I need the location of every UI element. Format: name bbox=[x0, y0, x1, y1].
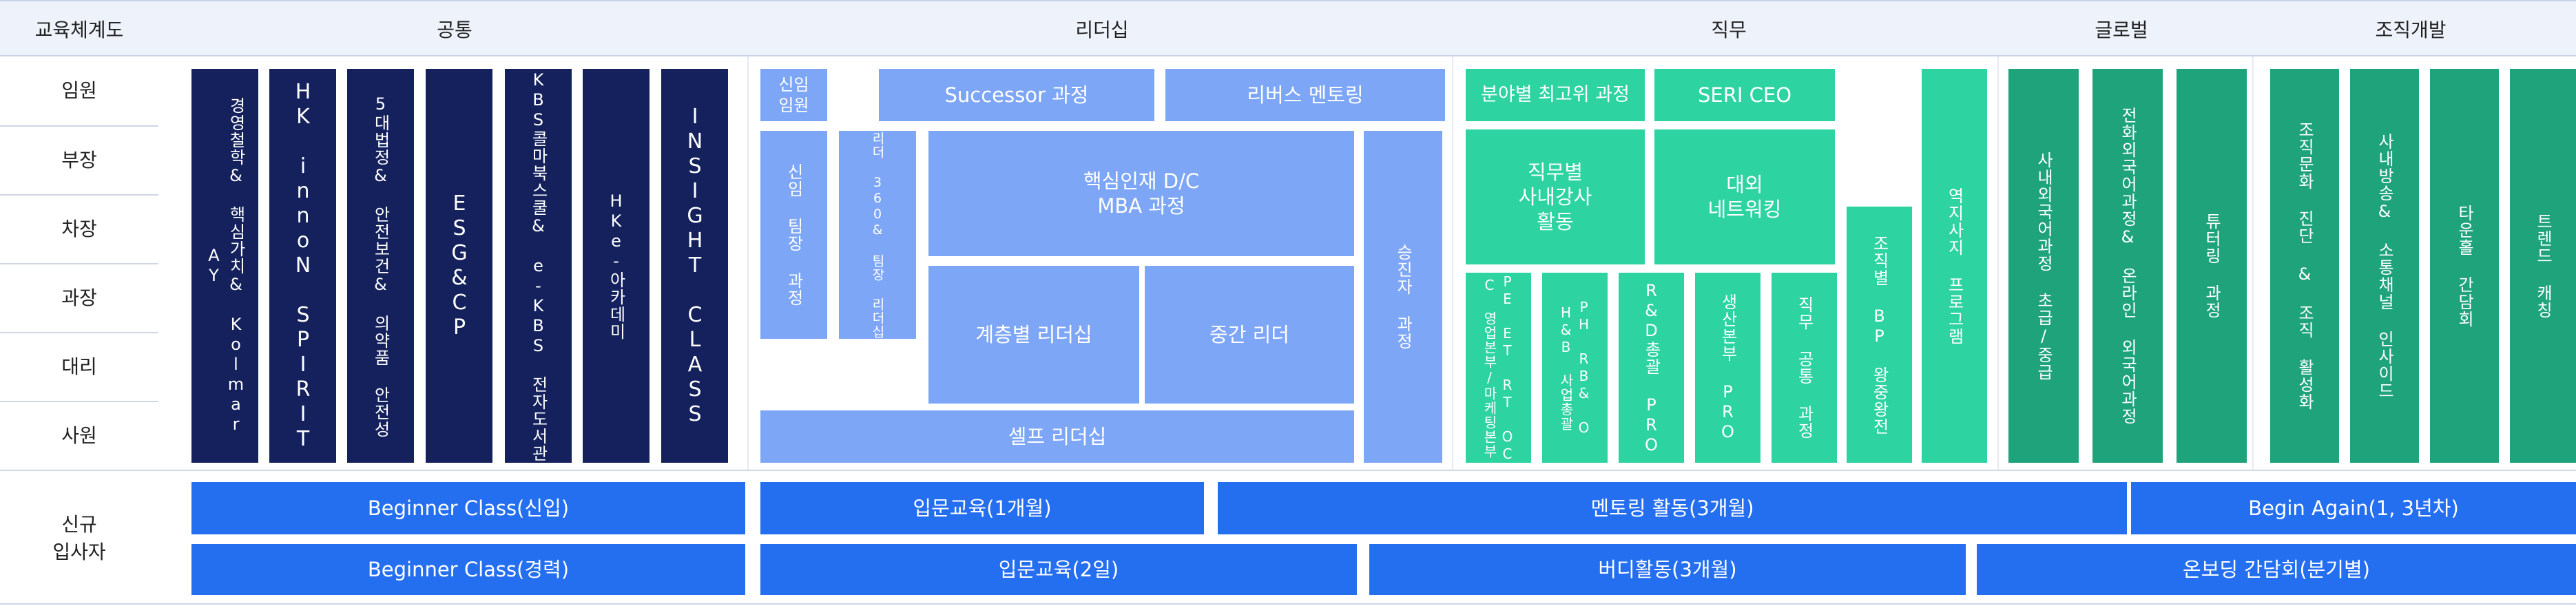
leadership-new-team-lead: 신임 팀장 과정 bbox=[760, 131, 827, 339]
job-pe-et: PE ET RT OC C 영업본부/마케팅본부 bbox=[1466, 273, 1531, 463]
common-course-philosophy: 경영철학& 핵심가치& Kolmar AY bbox=[191, 69, 258, 463]
job-rnd: R&D총괄 PRO bbox=[1619, 273, 1684, 463]
job-seri-ceo: SERI CEO bbox=[1654, 69, 1835, 121]
group-job: 직무 bbox=[1711, 19, 1747, 41]
group-separator bbox=[1452, 56, 1453, 470]
row-divider bbox=[0, 263, 158, 264]
row-label-exec: 임원 bbox=[61, 79, 97, 102]
global-internal-language: 사내외국어과정 초급/중급 bbox=[2008, 69, 2079, 463]
newhire-intro-1month: 입문교육(1개월) bbox=[760, 482, 1204, 534]
row-label-newhire: 신규 입사자 bbox=[52, 513, 106, 563]
common-course-safety: 5대법정& 안전보건& 의약품 안전성 bbox=[347, 69, 414, 463]
common-course-esg: ESG&CP bbox=[426, 69, 492, 463]
global-phone-language: 전화외국어과정& 온라인 외국어과정 bbox=[2092, 69, 2163, 463]
leadership-new-exec: 신임 임원 bbox=[760, 69, 827, 121]
common-course-hke: HKe-아카데미 bbox=[583, 69, 650, 463]
newhire-onboarding: 온보딩 간담회(분기별) bbox=[1977, 544, 2576, 595]
job-common: 직무 공통 과정 bbox=[1772, 273, 1837, 463]
row-label-assistant: 대리 bbox=[61, 355, 97, 378]
leadership-middle: 중간 리더 bbox=[1145, 266, 1354, 404]
header-bar: 교육체계도 공통 리더십 직무 글로벌 조직개발 bbox=[0, 0, 2576, 56]
newhire-intro-2days: 입문교육(2일) bbox=[760, 544, 1357, 595]
group-separator bbox=[747, 56, 749, 470]
group-orgdev: 조직개발 bbox=[2375, 19, 2447, 41]
row-divider bbox=[0, 194, 158, 196]
group-global: 글로벌 bbox=[2095, 19, 2148, 41]
job-phb: PH RB& O H&B 사업총괄 bbox=[1542, 273, 1608, 463]
common-course-innon: HK innoN SPIRIT bbox=[269, 69, 336, 463]
leadership-self: 셀프 리더십 bbox=[760, 410, 1354, 463]
global-tutoring: 튜터링 과정 bbox=[2177, 69, 2247, 463]
newhire-buddy: 버디활동(3개월) bbox=[1369, 544, 1966, 595]
job-org-bp: 조직별 BP 왕중왕전 bbox=[1847, 207, 1912, 463]
group-separator bbox=[1997, 56, 1999, 470]
newhire-beginner-new: Beginner Class(신입) bbox=[191, 482, 745, 534]
job-internal-instructor: 직무별 사내강사 활동 bbox=[1466, 129, 1645, 264]
job-best-by-field: 분야별 최고위 과정 bbox=[1466, 69, 1645, 121]
orgdev-culture-diagnosis: 조직문화 진단 & 조직 활성화 bbox=[2270, 69, 2339, 463]
leadership-core-talent: 핵심인재 D/C MBA 과정 bbox=[928, 131, 1354, 256]
group-leadership: 리더십 bbox=[1075, 19, 1129, 41]
row-divider bbox=[0, 401, 158, 402]
job-external-networking: 대외 네트워킹 bbox=[1654, 129, 1835, 264]
newhire-mentoring: 멘토링 활동(3개월) bbox=[1218, 482, 2127, 534]
row-divider bbox=[0, 125, 158, 127]
row-label-manager: 과장 bbox=[61, 286, 97, 309]
group-separator bbox=[2252, 56, 2254, 470]
leadership-tiered: 계층별 리더십 bbox=[928, 266, 1139, 404]
common-course-insight: INSIGHT CLASS bbox=[661, 69, 728, 463]
bottom-border bbox=[0, 603, 2576, 605]
orgdev-trend-catching: 트렌드 캐칭 bbox=[2510, 69, 2576, 463]
newhire-beginner-career: Beginner Class(경력) bbox=[191, 544, 745, 595]
orgdev-internal-broadcast: 사내방송& 소통채널 인사이드 bbox=[2350, 69, 2419, 463]
orgdev-townhall: 타운홀 간담회 bbox=[2430, 69, 2499, 463]
row-label-gm: 부장 bbox=[61, 149, 97, 171]
leadership-reverse-mentoring: 리버스 멘토링 bbox=[1165, 69, 1445, 121]
common-course-bookschool: KBS콜마북스쿨& e-KBS 전자도서관 bbox=[505, 69, 572, 463]
job-reverse-program: 역지사지 프로그램 bbox=[1922, 69, 1987, 463]
leadership-360: 리더 360& 팀장 리더십 bbox=[839, 131, 916, 339]
leadership-successor: Successor 과정 bbox=[879, 69, 1154, 121]
row-label-deputy: 차장 bbox=[61, 218, 97, 240]
row-label-staff: 사원 bbox=[61, 424, 97, 447]
corner-label: 교육체계도 bbox=[34, 19, 124, 41]
leadership-promotion: 승진자 과정 bbox=[1364, 131, 1442, 463]
group-common: 공통 bbox=[437, 19, 472, 41]
newhire-begin-again: Begin Again(1, 3년차) bbox=[2131, 482, 2576, 534]
job-production: 생산본부 PRO bbox=[1695, 273, 1760, 463]
row-divider bbox=[0, 332, 158, 333]
newhire-divider bbox=[0, 470, 2576, 471]
